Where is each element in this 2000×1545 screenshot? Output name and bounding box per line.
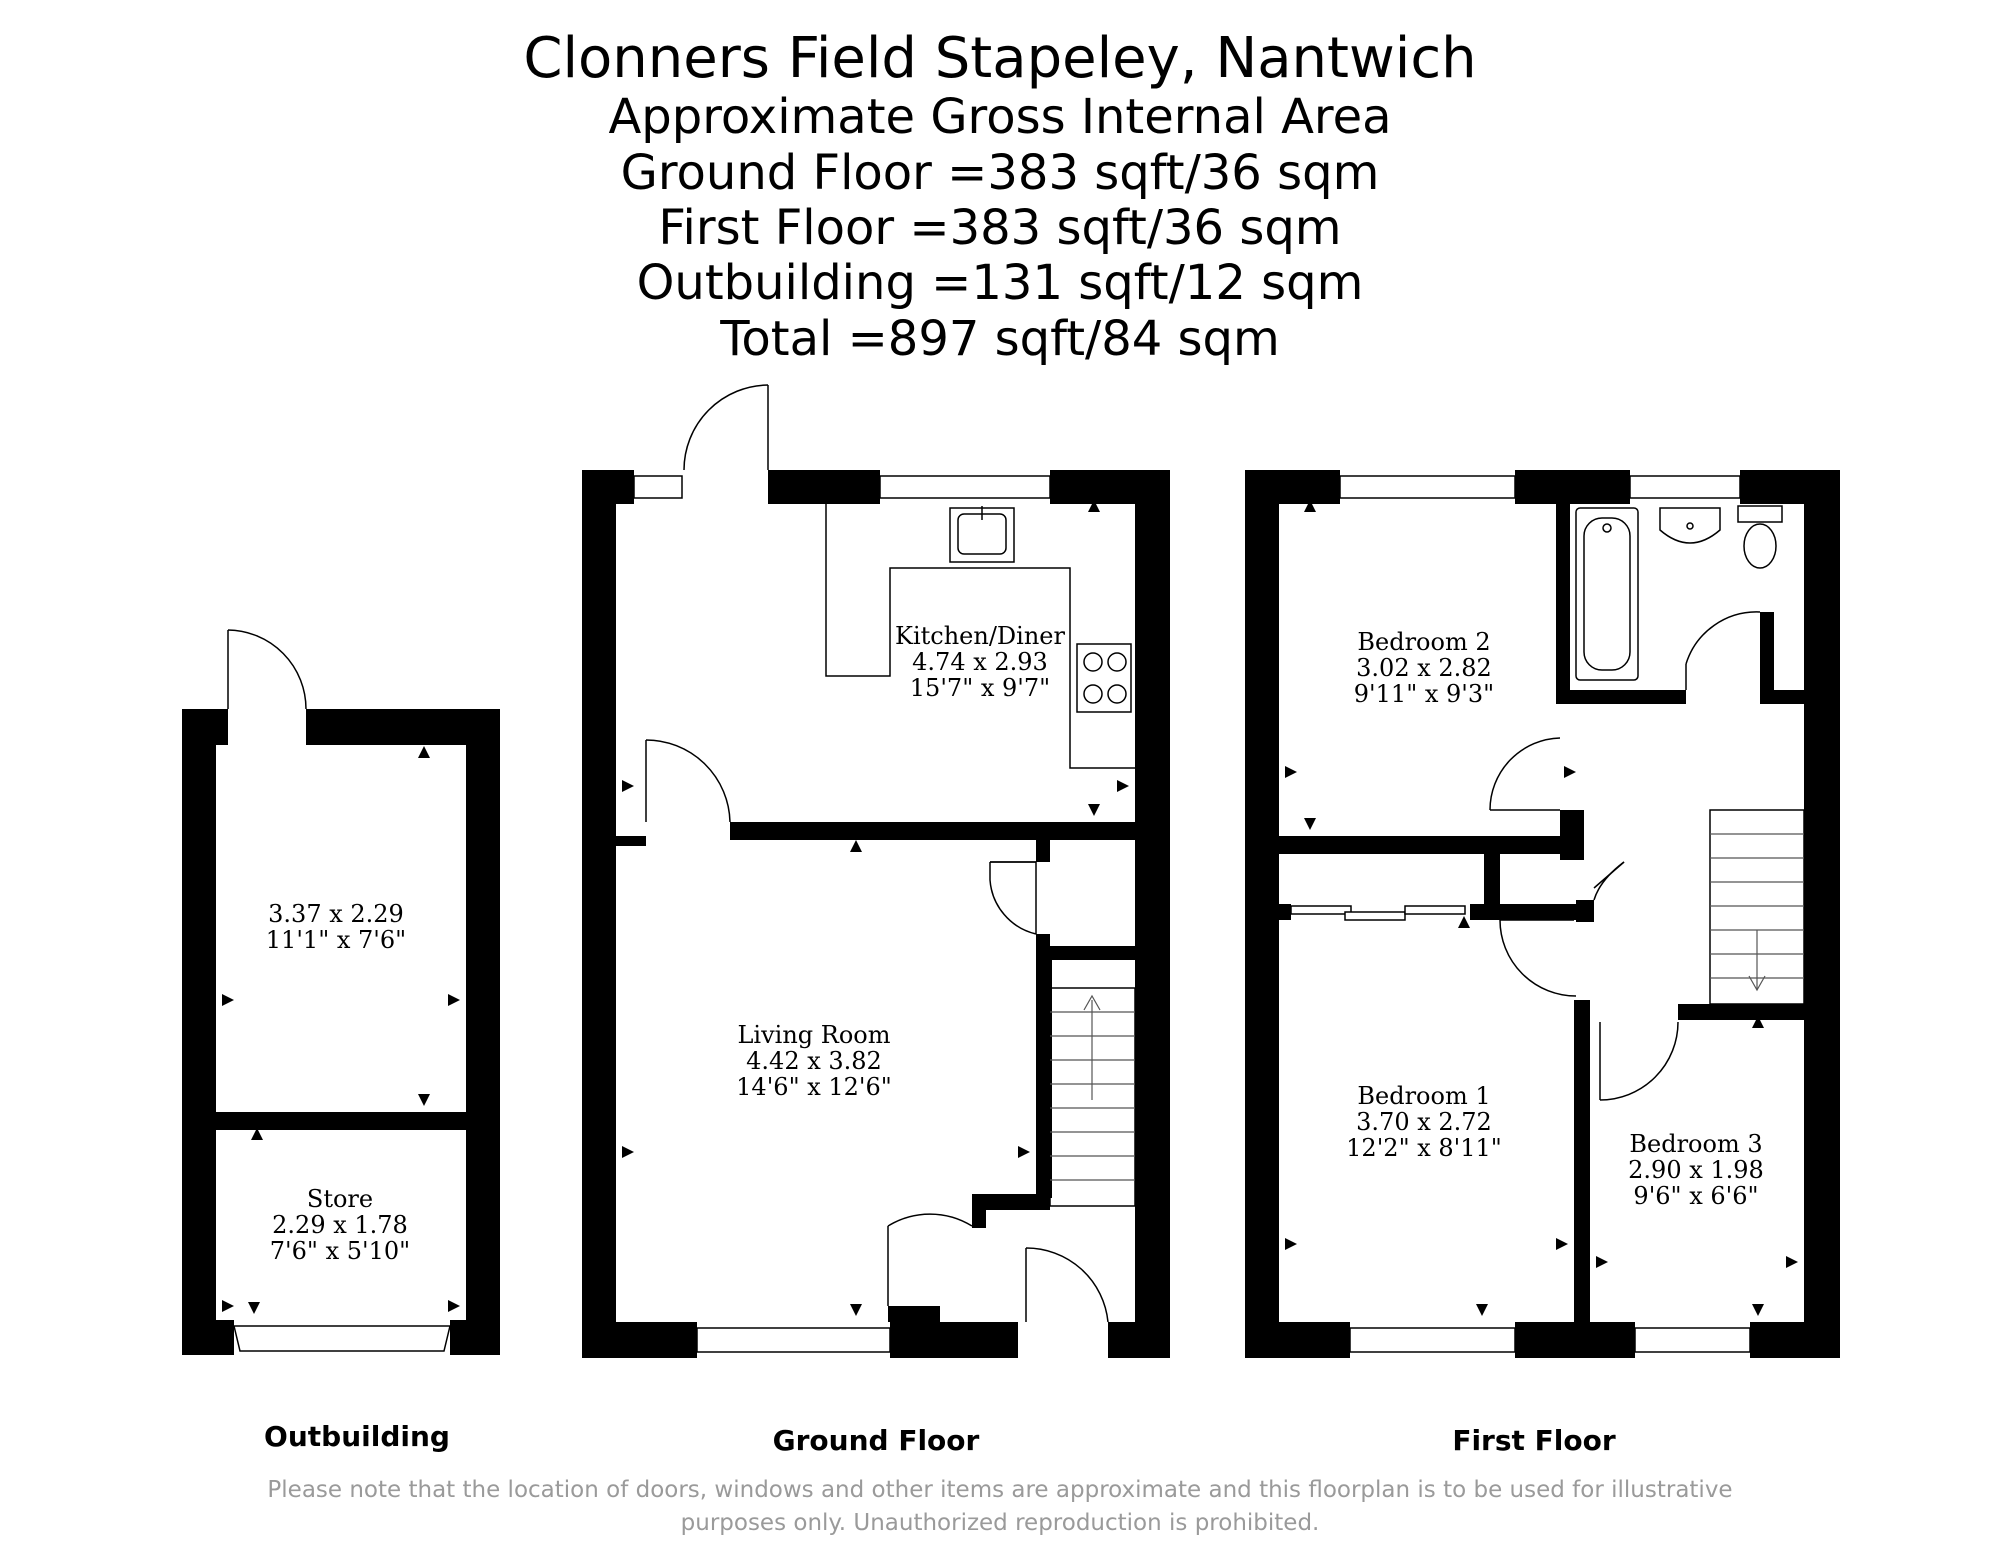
bedroom1-metric: 3.70 x 2.72 <box>1356 1108 1492 1136</box>
kitchen-metric: 4.74 x 2.93 <box>912 648 1048 676</box>
ground-floor-caption: Ground Floor <box>773 1424 980 1457</box>
plan-title: Clonners Field Stapeley, Nantwich <box>523 26 1476 91</box>
store-metric: 2.29 x 1.78 <box>272 1211 408 1239</box>
store-imperial: 7'6" x 5'10" <box>270 1237 410 1265</box>
outbuilding-room-metric: 3.37 x 2.29 <box>268 900 404 928</box>
living-metric: 4.42 x 3.82 <box>746 1047 882 1075</box>
outbuilding-area: Outbuilding =131 sqft/12 sqm <box>637 255 1364 311</box>
first-floor-plan: Bedroom 2 3.02 x 2.82 9'11" x 9'3" Bedro… <box>1245 470 1840 1358</box>
disclaimer-line-1: Please note that the location of doors, … <box>267 1477 1732 1503</box>
kitchen-imperial: 15'7" x 9'7" <box>910 674 1050 702</box>
outbuilding-plan: 3.37 x 2.29 11'1" x 7'6" Store 2.29 x 1.… <box>182 629 500 1355</box>
total-area: Total =897 sqft/84 sqm <box>719 311 1280 367</box>
living-name: Living Room <box>737 1021 890 1049</box>
disclaimer-line-2: purposes only. Unauthorized reproduction… <box>681 1510 1320 1536</box>
kitchen-name: Kitchen/Diner <box>895 622 1065 650</box>
bedroom2-name: Bedroom 2 <box>1357 628 1490 656</box>
bedroom2-metric: 3.02 x 2.82 <box>1356 654 1492 682</box>
store-name: Store <box>307 1185 373 1213</box>
bedroom3-metric: 2.90 x 1.98 <box>1628 1156 1764 1184</box>
ground-floor-area: Ground Floor =383 sqft/36 sqm <box>621 145 1380 201</box>
bedroom3-imperial: 9'6" x 6'6" <box>1633 1182 1758 1210</box>
bedroom2-imperial: 9'11" x 9'3" <box>1354 680 1494 708</box>
ground-floor-plan: Kitchen/Diner 4.74 x 2.93 15'7" x 9'7" L… <box>582 384 1170 1358</box>
bedroom1-imperial: 12'2" x 8'11" <box>1346 1134 1502 1162</box>
bedroom3-name: Bedroom 3 <box>1629 1130 1762 1158</box>
outbuilding-room-imperial: 11'1" x 7'6" <box>266 926 406 954</box>
first-floor-caption: First Floor <box>1452 1424 1616 1457</box>
plan-subtitle: Approximate Gross Internal Area <box>608 89 1391 145</box>
first-floor-area: First Floor =383 sqft/36 sqm <box>658 200 1341 256</box>
outbuilding-caption: Outbuilding <box>264 1420 450 1453</box>
living-imperial: 14'6" x 12'6" <box>736 1073 892 1101</box>
bedroom1-name: Bedroom 1 <box>1357 1082 1490 1110</box>
